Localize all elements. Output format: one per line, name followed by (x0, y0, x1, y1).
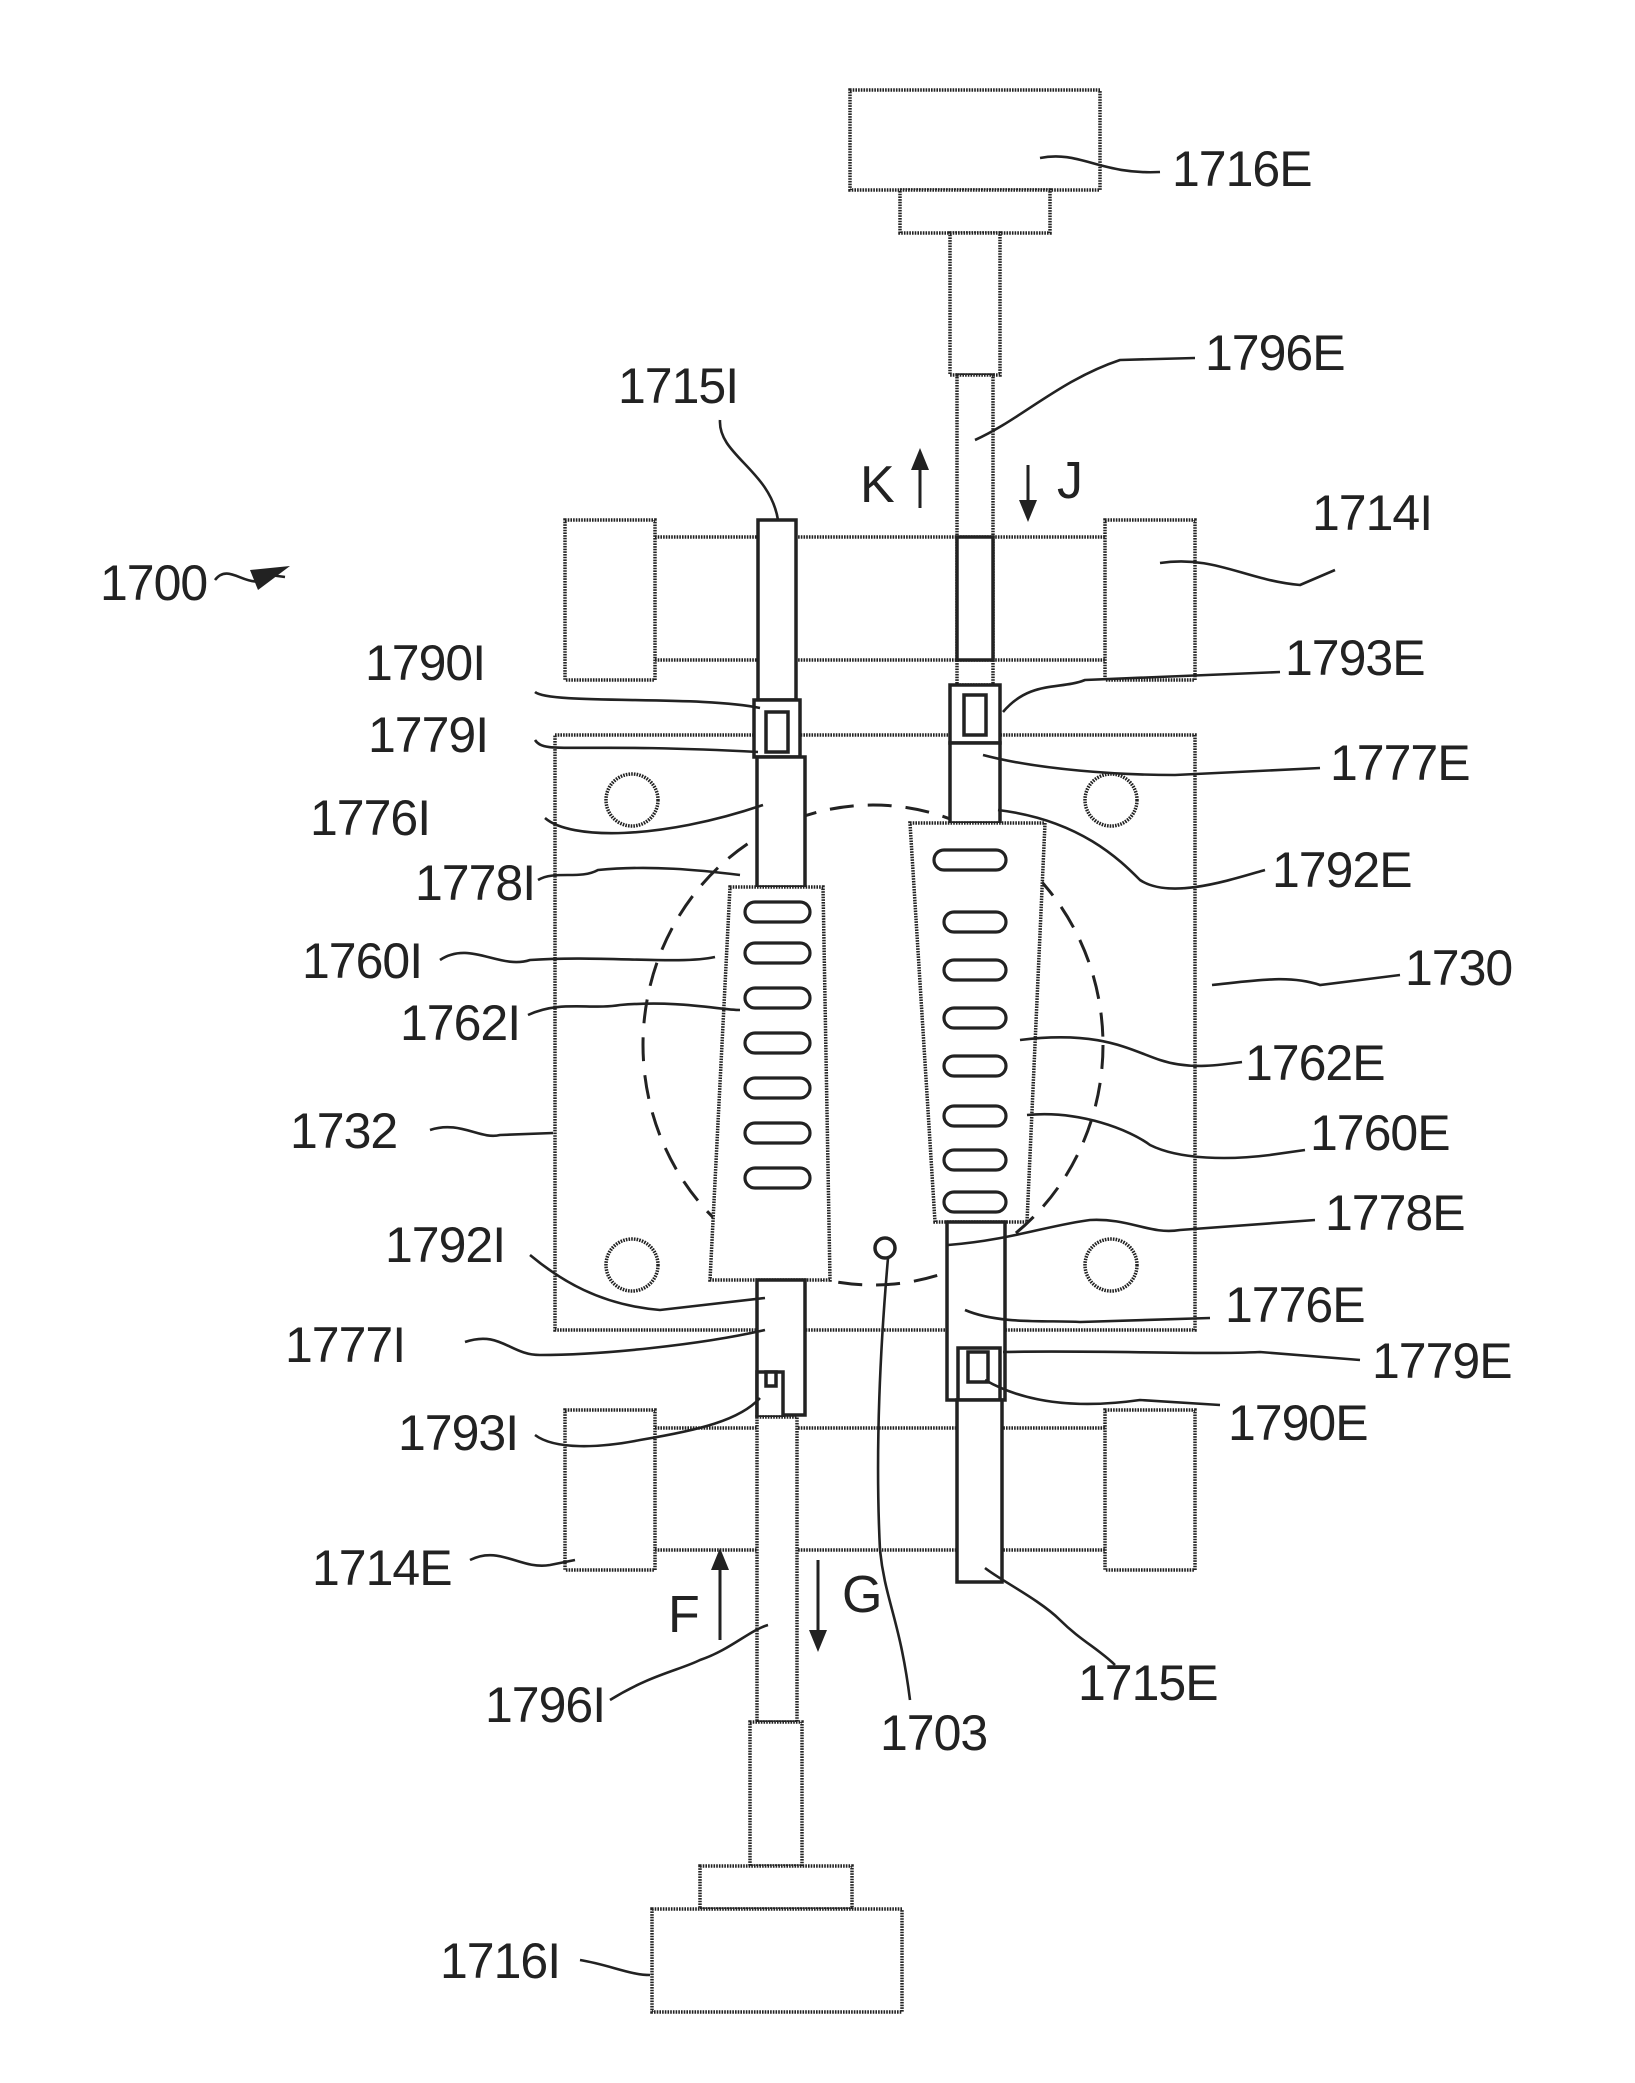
rod-1796I (757, 1417, 797, 1722)
slot-e8 (944, 1192, 1006, 1212)
label-1777I: 1777I (285, 1317, 405, 1373)
label-1716E: 1716E (1172, 141, 1312, 197)
label-1778E: 1778E (1325, 1185, 1465, 1241)
label-1796I: 1796I (485, 1677, 605, 1733)
slot-i6 (745, 1123, 810, 1143)
hole-top-left (606, 774, 658, 826)
coupler-1779E-1790E (958, 1348, 1000, 1400)
label-1715I: 1715I (618, 358, 738, 414)
guide-1715E (957, 1400, 1002, 1582)
actuator-1716I (652, 1722, 902, 2012)
label-1714I: 1714I (1312, 485, 1432, 541)
arrow-K: K (860, 448, 929, 514)
slot-e5 (944, 1056, 1006, 1076)
label-1776E: 1776E (1225, 1277, 1365, 1333)
hole-bottom-right (1085, 1239, 1137, 1291)
slot-e3 (944, 960, 1006, 980)
upper-bar-1714I (565, 520, 1195, 680)
label-1716I: 1716I (440, 1933, 560, 1989)
arrow-label-F: F (668, 1586, 699, 1644)
arrow-label-G: G (842, 1566, 881, 1624)
arrow-label-J: J (1057, 452, 1082, 510)
label-1778I: 1778I (415, 855, 535, 911)
label-1793E: 1793E (1285, 630, 1425, 686)
coupler-1790I-1779I (754, 700, 800, 757)
label-1715E: 1715E (1078, 1655, 1218, 1711)
label-1762E: 1762E (1245, 1035, 1385, 1091)
slot-e4 (944, 1008, 1006, 1028)
hole-top-right (1085, 774, 1137, 826)
slot-e6 (944, 1106, 1006, 1126)
label-1779I: 1779I (368, 707, 488, 763)
label-1700: 1700 (100, 555, 207, 611)
arrow-G: G (809, 1560, 881, 1652)
slot-i2 (745, 943, 810, 963)
arrow-label-K: K (860, 456, 895, 514)
label-1793I: 1793I (398, 1405, 518, 1461)
label-1790I: 1790I (365, 635, 485, 691)
actuator-1716E (850, 90, 1100, 375)
guide-1715I (758, 520, 796, 700)
slot-e2 (944, 912, 1006, 932)
label-1796E: 1796E (1205, 325, 1345, 381)
slot-i3 (745, 988, 810, 1008)
slot-e7 (944, 1150, 1006, 1170)
slot-i5 (745, 1078, 810, 1098)
link-1777E (950, 743, 1000, 823)
slot-i1 (745, 902, 810, 922)
arrow-F: F (668, 1548, 729, 1644)
point-1703 (875, 1238, 895, 1258)
label-1760E: 1760E (1310, 1105, 1450, 1161)
label-1790E: 1790E (1228, 1395, 1368, 1451)
label-1762I: 1762I (400, 995, 520, 1051)
slot-i4 (745, 1033, 810, 1053)
link-1776I (757, 757, 805, 887)
rod-1796E-cross (957, 537, 993, 660)
arrow-J: J (1019, 452, 1082, 522)
label-1703: 1703 (880, 1705, 987, 1761)
label-1714E: 1714E (312, 1540, 452, 1596)
hole-bottom-left (606, 1239, 658, 1291)
slot-e1 (934, 850, 1006, 870)
label-1777E: 1777E (1330, 735, 1470, 791)
label-1779E: 1779E (1372, 1333, 1512, 1389)
coupler-1793I (757, 1372, 783, 1417)
label-1792E: 1792E (1272, 842, 1412, 898)
slot-i7 (745, 1168, 810, 1188)
label-1792I: 1792I (385, 1217, 505, 1273)
label-1776I: 1776I (310, 790, 430, 846)
label-1732: 1732 (290, 1103, 397, 1159)
label-1760I: 1760I (302, 933, 422, 989)
coupler-1793E (950, 685, 1000, 743)
label-1730: 1730 (1405, 940, 1512, 996)
